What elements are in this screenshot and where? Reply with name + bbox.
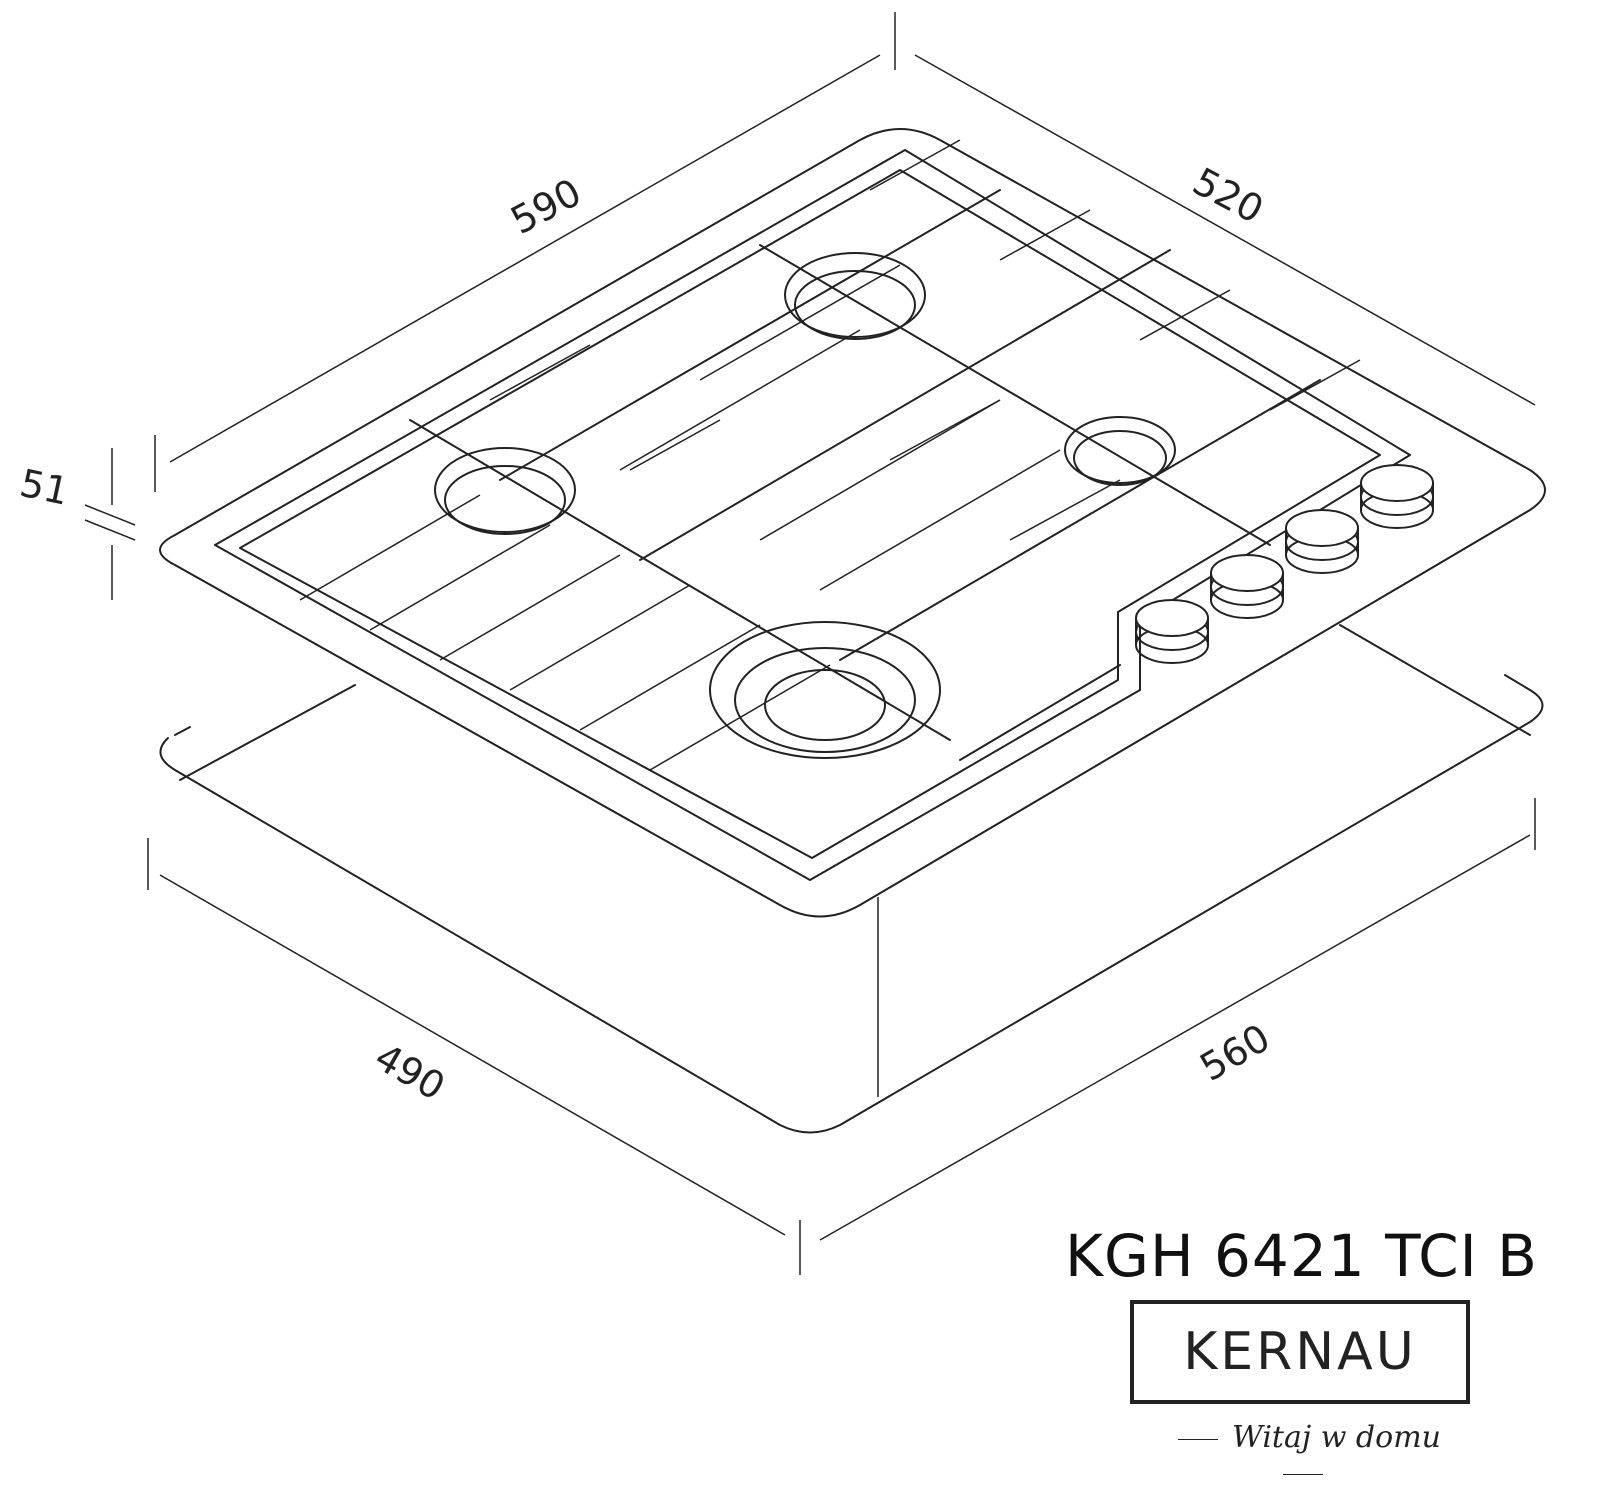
height-dimension: 51 [16,461,72,514]
cutout-width-dimension: 560 [1193,1015,1278,1089]
hob-body [159,624,1544,1134]
brand-name: KERNAU [1183,1322,1417,1382]
burner-rear-left [434,447,576,535]
brand-tagline: Witaj w domu [1140,1420,1465,1490]
knob-3 [1285,509,1359,574]
dimension-lines [84,12,1536,1275]
burners [434,252,1176,759]
depth-dimension: 520 [1186,159,1271,232]
pan-support-grate [214,139,1411,881]
burner-right [1064,416,1176,486]
model-name: KGH 6421 TCI B [1065,1222,1538,1290]
knob-2 [1210,554,1284,619]
cutout-depth-dimension: 490 [368,1035,453,1109]
knob-1 [1135,599,1209,664]
burner-front-wok [709,621,941,759]
control-knobs [1135,464,1434,664]
knob-4 [1360,464,1434,529]
burner-rear-center [784,252,926,340]
width-dimension: 590 [504,170,589,243]
brand-logo: KERNAU [1130,1300,1470,1404]
hob-top-plate [159,128,1546,918]
